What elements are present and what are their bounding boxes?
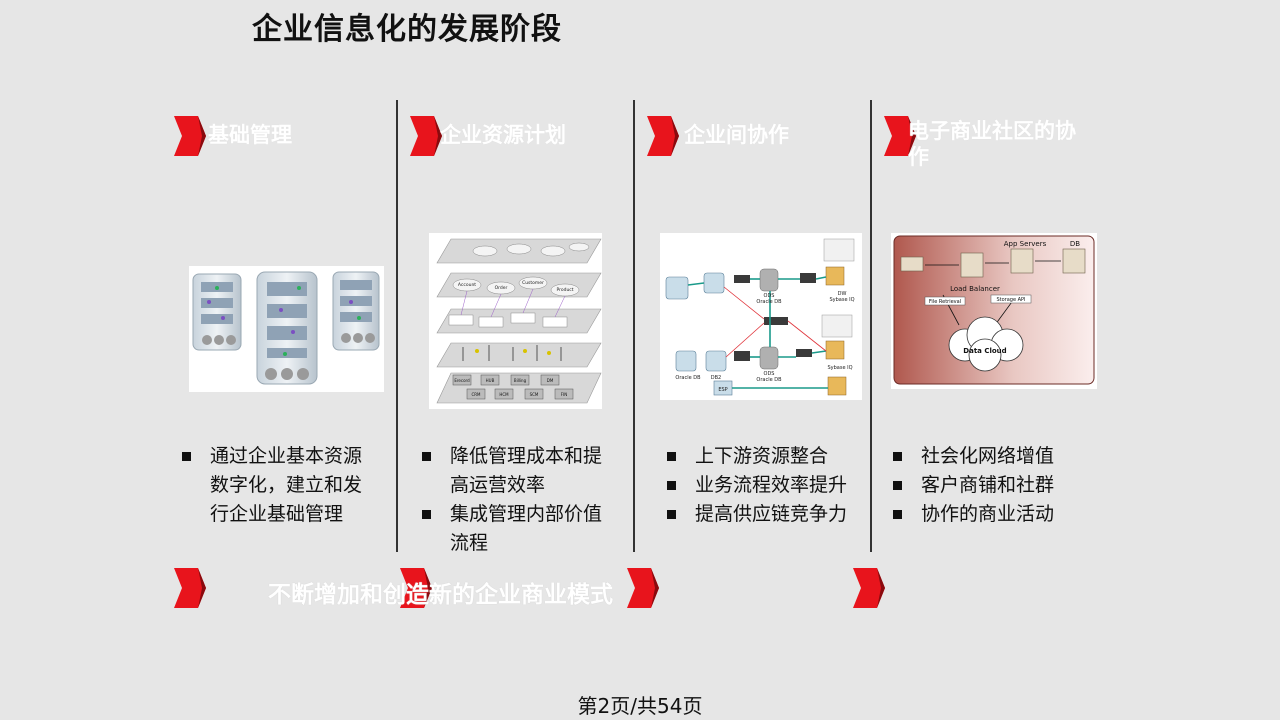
column-divider (870, 100, 872, 552)
list-item: 提高供应链竞争力 (667, 500, 863, 529)
diagram-label: DM (547, 378, 554, 383)
diagram-label: CRM (471, 392, 481, 397)
page-number: 第2页/共54页 (577, 694, 703, 718)
diagram-label: SCM (530, 392, 539, 397)
diagram-label: App Servers (1004, 240, 1047, 248)
summary-text: 不断增加和创造新的企业商业模式 (268, 582, 613, 608)
list-item: 社会化网络增值 (893, 442, 1089, 471)
diagram-label: HUB (486, 378, 495, 383)
server-cluster-image (189, 266, 384, 392)
diagram-label: Sybase IQ (827, 365, 852, 371)
list-item: 集成管理内部价值流程 (422, 500, 618, 558)
list-item: 客户商铺和社群 (893, 471, 1089, 500)
diagram-label: DB (1070, 240, 1080, 248)
diagram-label: Billing (514, 378, 527, 383)
chevron-marker-icon (853, 568, 885, 608)
phase-title-3: 企业间协作 (684, 123, 789, 147)
bullet-list-2: 降低管理成本和提高运营效率 集成管理内部价值流程 (422, 442, 618, 558)
diagram-label: Account (458, 282, 476, 288)
diagram-label: Product (556, 287, 573, 293)
erp-layers-image: Account Order Customer Product Erecord H… (429, 233, 602, 409)
diagram-label: Storage API (996, 297, 1025, 303)
page-title: 企业信息化的发展阶段 (252, 12, 562, 47)
diagram-label: HCM (499, 392, 509, 397)
list-item: 上下游资源整合 (667, 442, 863, 471)
diagram-label: Data Cloud (963, 347, 1006, 355)
diagram-label: ESP (718, 387, 727, 393)
cloud-architecture-image: App Servers DB Load Balancer File Retrie… (891, 233, 1097, 389)
chevron-marker-icon (400, 568, 432, 608)
diagram-label: Order (495, 285, 508, 291)
diagram-label: ODS (764, 371, 775, 377)
diagram-label: Oracle DB (756, 377, 782, 383)
diagram-label: ODS (764, 293, 775, 299)
list-item: 降低管理成本和提高运营效率 (422, 442, 618, 500)
diagram-label: FIN (561, 392, 567, 397)
bullet-list-1: 通过企业基本资源数字化，建立和发行企业基础管理 (182, 442, 378, 529)
diagram-label: DB2 (711, 375, 721, 381)
chevron-marker-icon (410, 116, 442, 156)
phase-title-1: 基础管理 (208, 123, 292, 147)
chevron-marker-icon (174, 116, 206, 156)
diagram-label: Sybase IQ (829, 297, 854, 303)
diagram-label: DW (838, 291, 847, 297)
column-divider (396, 100, 398, 552)
data-integration-image: ODS Oracle DB DW Sybase IQ ODS Oracle DB… (660, 233, 862, 400)
list-item: 通过企业基本资源数字化，建立和发行企业基础管理 (182, 442, 378, 529)
list-item: 协作的商业活动 (893, 500, 1089, 529)
diagram-label: Oracle DB (756, 299, 782, 305)
phase-title-4: 电子商业社区的协作 (908, 119, 1076, 169)
diagram-label: File Retrieval (929, 299, 961, 305)
column-divider (633, 100, 635, 552)
diagram-label: Erecord (454, 378, 470, 383)
chevron-marker-icon (884, 116, 916, 156)
phase-title-2: 企业资源计划 (440, 123, 566, 147)
diagram-label: Load Balancer (950, 285, 1000, 293)
bullet-list-3: 上下游资源整合 业务流程效率提升 提高供应链竞争力 (667, 442, 863, 529)
chevron-marker-icon (627, 568, 659, 608)
diagram-label: Oracle DB (675, 375, 701, 381)
list-item: 业务流程效率提升 (667, 471, 863, 500)
diagram-label: Customer (522, 280, 544, 286)
chevron-marker-icon (174, 568, 206, 608)
bullet-list-4: 社会化网络增值 客户商铺和社群 协作的商业活动 (893, 442, 1089, 529)
chevron-marker-icon (647, 116, 679, 156)
